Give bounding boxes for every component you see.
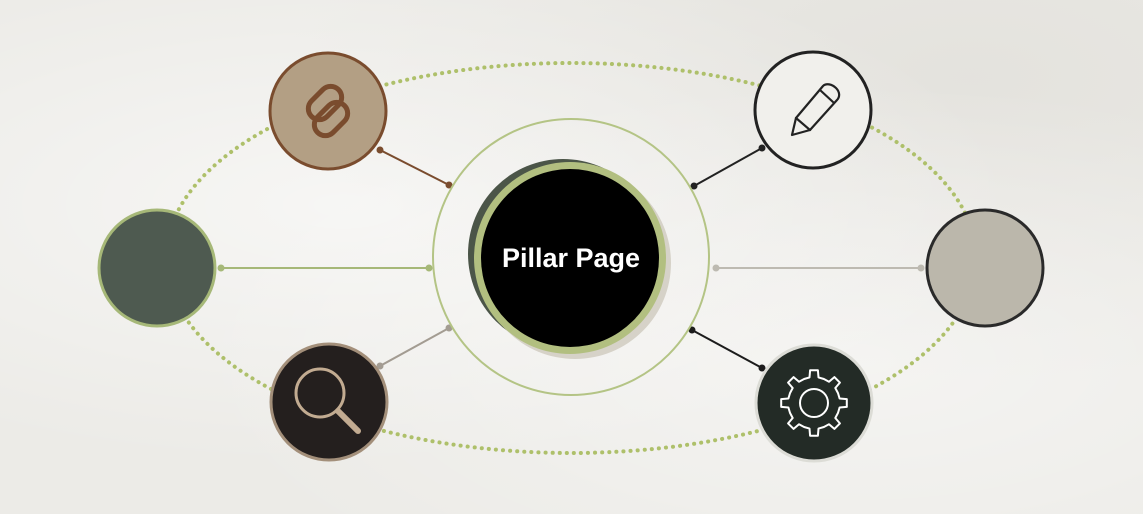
center-outer-ring (432, 118, 710, 396)
pencil-icon (790, 83, 841, 137)
connector-middle-right (712, 264, 925, 272)
gear-icon (780, 369, 848, 437)
center-disc (481, 169, 659, 347)
magnifier-icon (294, 367, 361, 434)
link-icon (305, 83, 351, 139)
node-middle-right (925, 208, 1045, 328)
node-bottom-left (269, 342, 389, 462)
connector-middle-left (217, 264, 433, 272)
connector-bottom-right (688, 326, 766, 372)
center-label: Pillar Page (502, 243, 640, 273)
node-top-right (753, 50, 873, 170)
connector-top-left (376, 146, 453, 189)
connector-bottom-left (376, 324, 453, 370)
connector-top-right (690, 144, 766, 190)
center-node: Pillar Page (432, 118, 710, 396)
node-middle-left (97, 208, 217, 328)
node-top-left (268, 51, 388, 171)
node-bottom-right (754, 343, 874, 463)
